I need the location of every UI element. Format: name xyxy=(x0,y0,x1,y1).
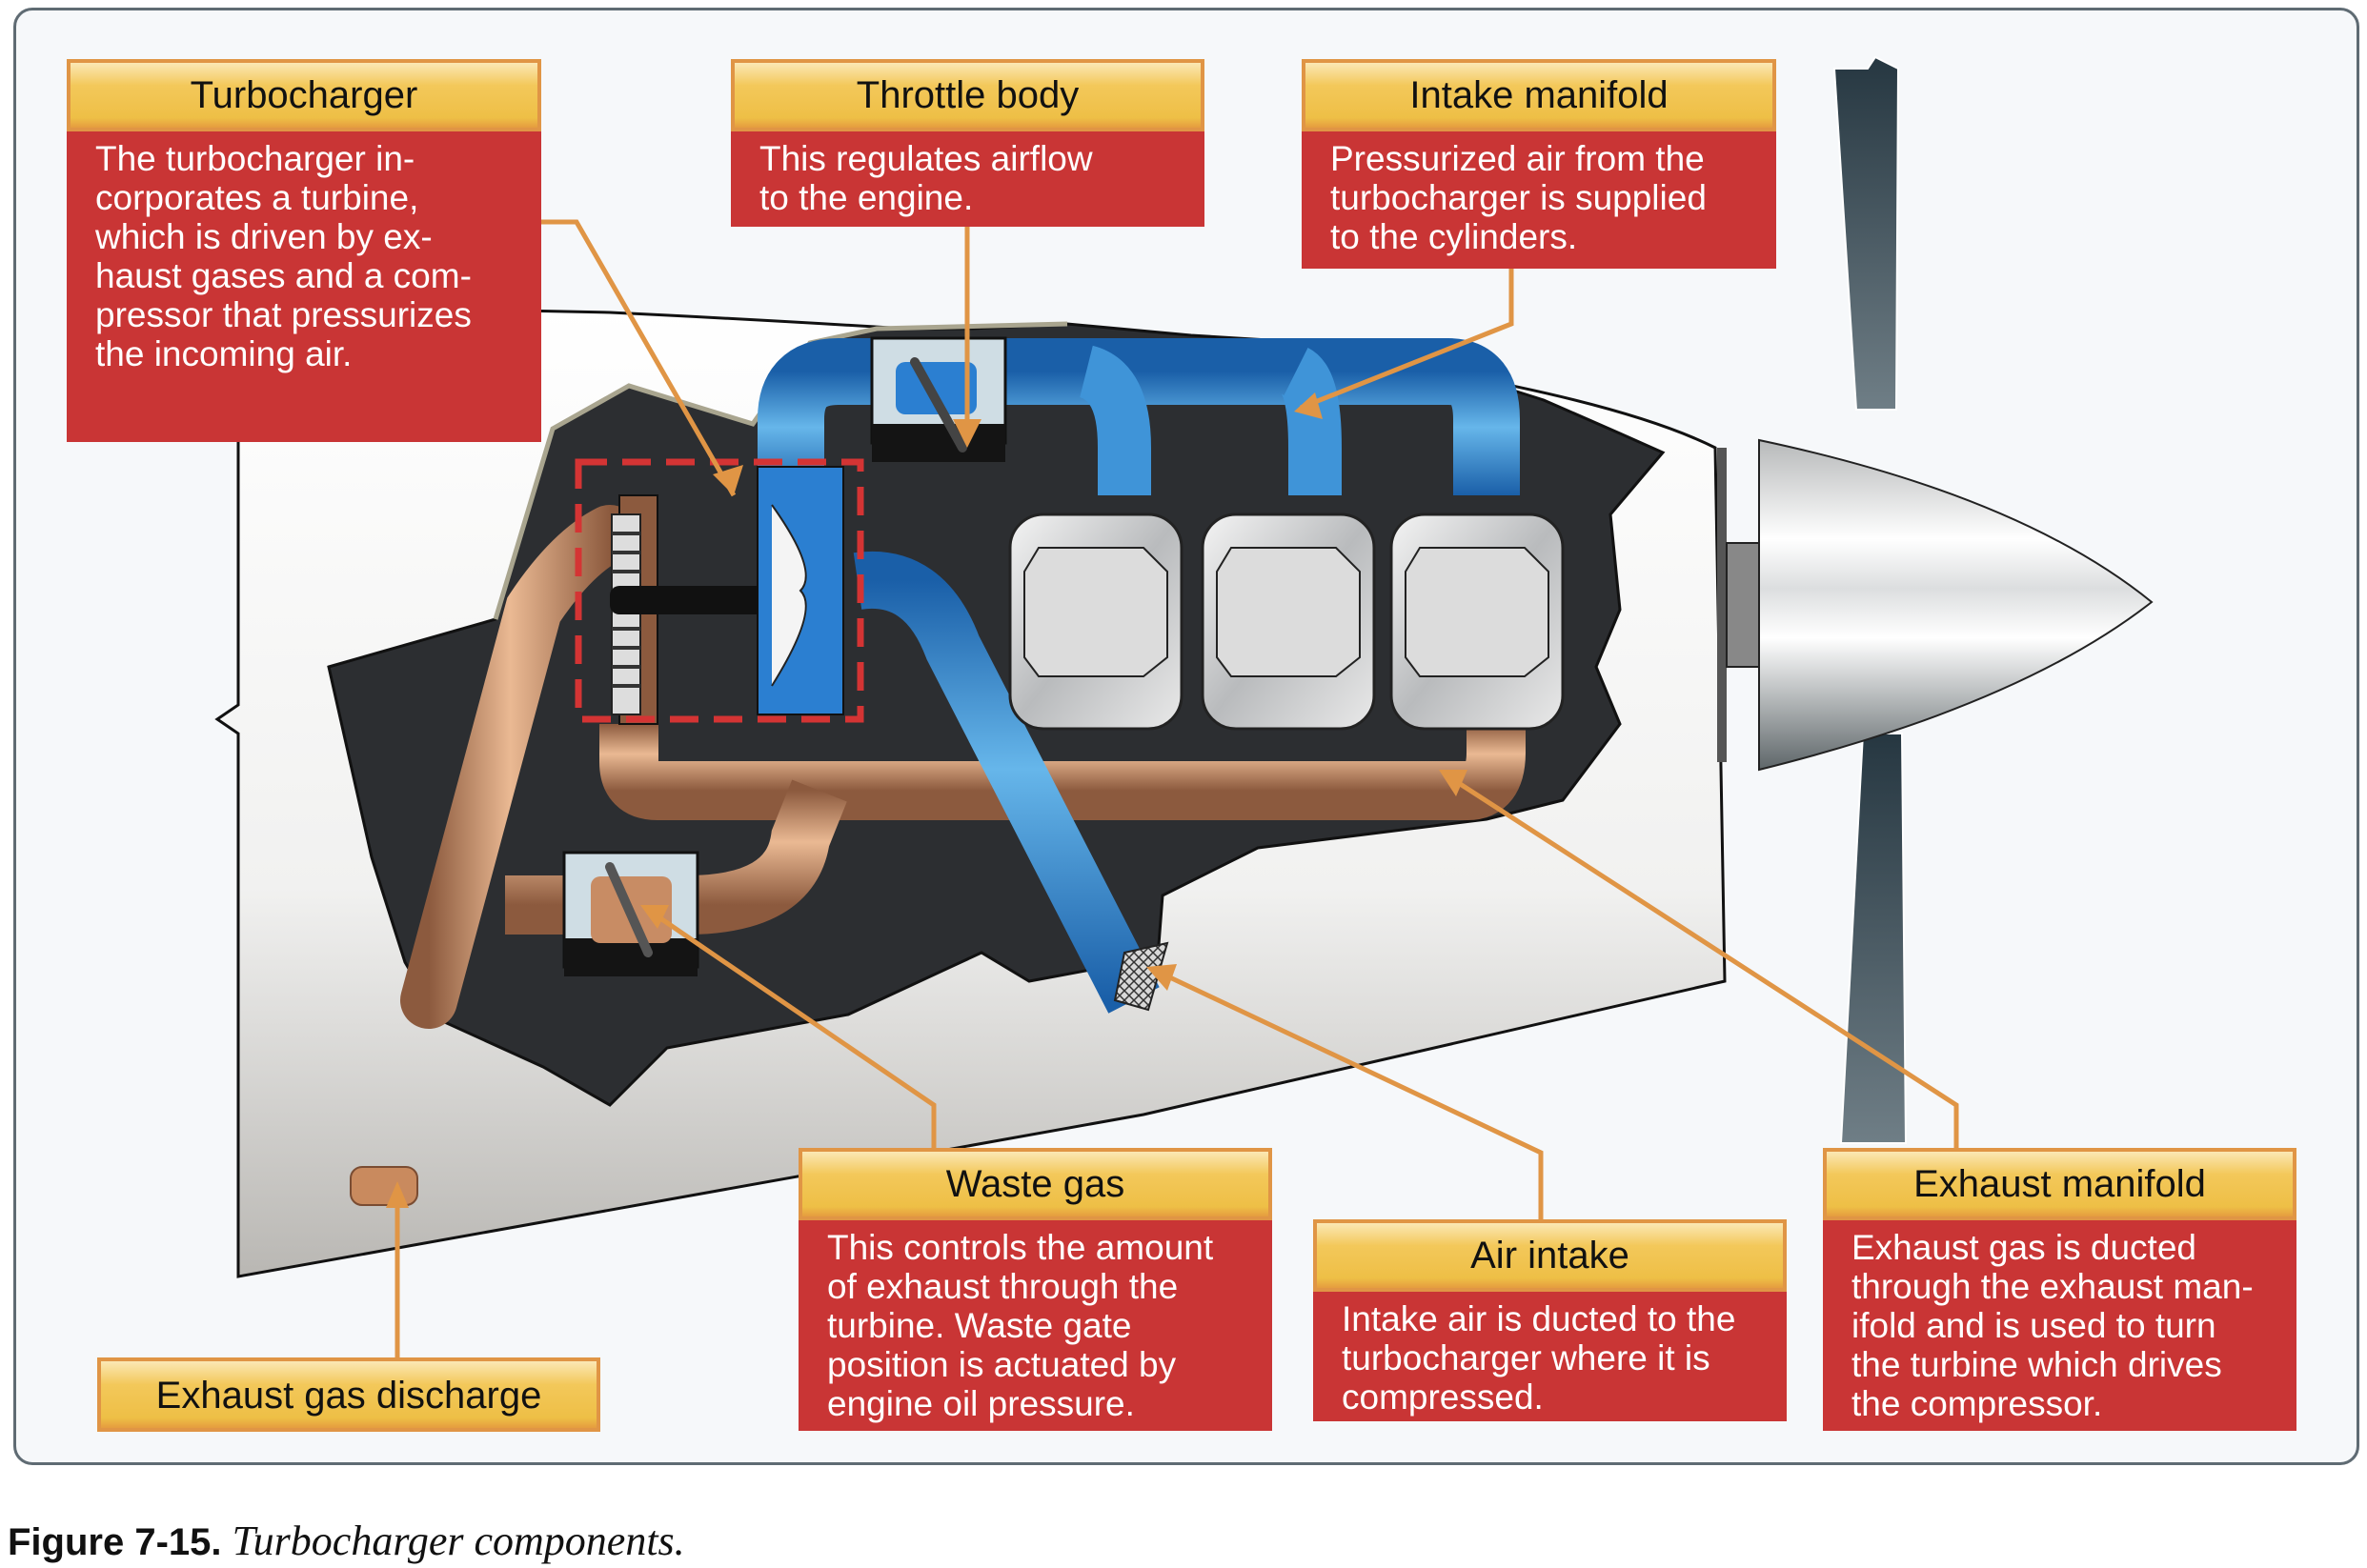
callout-turbocharger-title: Turbocharger xyxy=(67,59,541,131)
callout-throttle-body: Throttle body This regulates airflow to … xyxy=(731,59,1204,227)
leader-exhaust-manifold xyxy=(1446,774,1959,1148)
exhaust-system xyxy=(400,494,1526,1029)
leader-waste-gas xyxy=(646,907,937,1148)
callout-air-intake: Air intake Intake air is ducted to the t… xyxy=(1313,1219,1787,1421)
callout-air-intake-body: Intake air is ducted to the turbocharger… xyxy=(1313,1292,1787,1421)
callout-waste-gas-title: Waste gas xyxy=(799,1148,1272,1220)
waste-gate xyxy=(562,851,699,976)
leader-turbocharger xyxy=(541,219,737,497)
air-filter xyxy=(1113,941,1169,1012)
callout-throttle-body-title: Throttle body xyxy=(731,59,1204,131)
callout-air-intake-title: Air intake xyxy=(1313,1219,1787,1292)
callout-exhaust-gas-discharge-title: Exhaust gas discharge xyxy=(97,1357,600,1432)
callout-exhaust-gas-discharge: Exhaust gas discharge xyxy=(97,1357,600,1432)
cylinder-2 xyxy=(1201,513,1376,731)
intake-system xyxy=(757,338,1520,1014)
spinner xyxy=(1717,438,2154,772)
figure-caption: Figure 7-15. Turbocharger components. xyxy=(8,1517,685,1565)
exhaust-discharge-stub xyxy=(350,1166,418,1206)
throttle-body xyxy=(870,336,1007,462)
callout-exhaust-manifold-title: Exhaust manifold xyxy=(1823,1148,2296,1220)
callout-exhaust-manifold-body: Exhaust gas is ducted through the exhaus… xyxy=(1823,1220,2296,1431)
turbocharger-outline xyxy=(575,458,864,723)
callout-throttle-body-body: This regulates airflow to the engine. xyxy=(731,131,1204,227)
callout-turbocharger-body: The turbocharger in- corporates a turbin… xyxy=(67,131,541,442)
leader-lines xyxy=(394,219,1959,1357)
figure-title: Turbocharger components. xyxy=(232,1518,685,1564)
leader-arrowheads xyxy=(386,392,1467,1208)
callout-exhaust-manifold: Exhaust manifold Exhaust gas is ducted t… xyxy=(1823,1148,2296,1431)
callout-waste-gas-body: This controls the amount of exhaust thro… xyxy=(799,1220,1272,1431)
cylinder-3 xyxy=(1389,513,1565,731)
cylinder-1 xyxy=(1008,513,1184,731)
leader-intake-manifold xyxy=(1300,269,1514,411)
leader-air-intake xyxy=(1156,969,1544,1219)
callout-turbocharger: Turbocharger The turbocharger in- corpor… xyxy=(67,59,541,442)
callout-intake-manifold-body: Pressurized air from the turbocharger is… xyxy=(1302,131,1776,269)
turbo-shaft xyxy=(610,586,791,614)
figure-number: Figure 7-15. xyxy=(8,1521,222,1563)
callout-waste-gas: Waste gas This controls the amount of ex… xyxy=(799,1148,1272,1431)
callout-intake-manifold-title: Intake manifold xyxy=(1302,59,1776,131)
callout-intake-manifold: Intake manifold Pressurized air from the… xyxy=(1302,59,1776,269)
